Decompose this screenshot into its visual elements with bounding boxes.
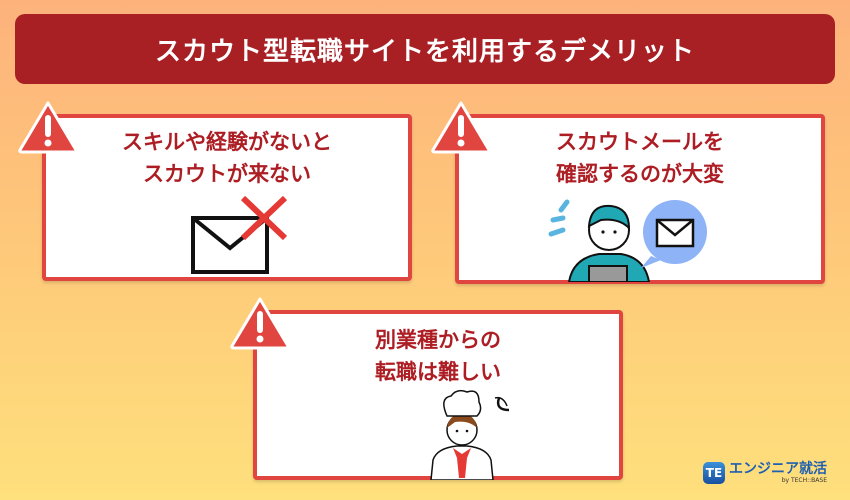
card-line: スカウトメールを xyxy=(556,130,724,154)
card-no-skills: スキルや経験がないと スカウトが来ない xyxy=(42,114,412,281)
chef-icon xyxy=(430,389,510,480)
envelope-cross-icon xyxy=(191,195,288,274)
card-line: スカウトが来ない xyxy=(143,162,311,186)
card-line: 別業種からの xyxy=(375,328,501,352)
card-check-mail: スカウトメールを 確認するのが大変 xyxy=(455,114,825,284)
warning-icon xyxy=(229,296,291,350)
page-title: スカウト型転職サイトを利用するデメリット xyxy=(15,14,835,84)
card-line: 転職は難しい xyxy=(375,360,501,384)
logo-name: エンジニア就活 xyxy=(729,461,827,477)
brand-logo: TE エンジニア就活 by TECH::BASE xyxy=(703,462,827,484)
card-line: 確認するのが大変 xyxy=(556,162,724,186)
warning-icon xyxy=(17,100,79,154)
logo-sub: by TECH::BASE xyxy=(781,477,827,484)
card-line: スキルや経験がないと xyxy=(122,130,332,154)
logo-mark-icon: TE xyxy=(703,462,725,484)
person-laptop-mail-icon xyxy=(548,199,707,282)
warning-icon xyxy=(430,100,492,154)
card-career-change: 別業種からの 転職は難しい xyxy=(253,310,623,480)
